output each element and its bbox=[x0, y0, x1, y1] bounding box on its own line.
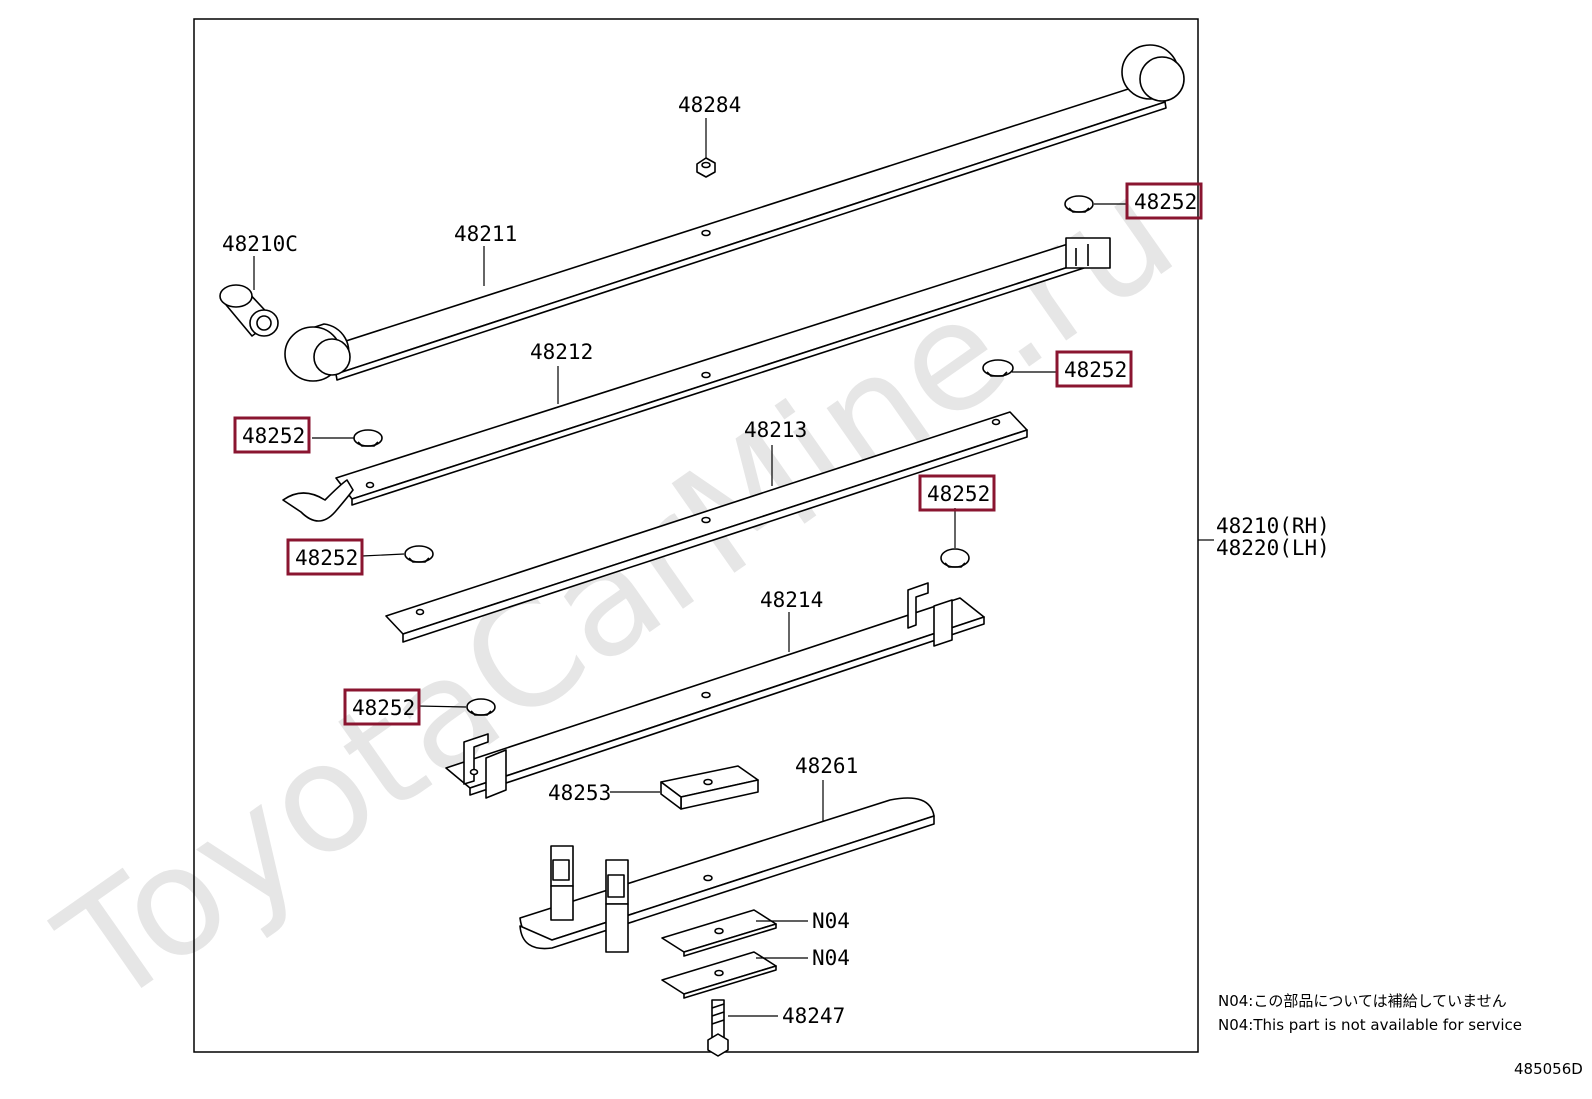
label-48252-a[interactable]: 48252 bbox=[1134, 190, 1197, 214]
label-48261[interactable]: 48261 bbox=[795, 754, 858, 778]
diagram-frame bbox=[193, 18, 1199, 1053]
note-jp: N04:この部品については補給していません bbox=[1218, 992, 1507, 1010]
silencer-48252-f bbox=[466, 698, 496, 716]
silencer-48252-e bbox=[940, 548, 970, 568]
note-en: N04:This part is not available for servi… bbox=[1218, 1016, 1522, 1034]
label-assy-rh[interactable]: 48210(RH) bbox=[1216, 514, 1330, 538]
plate-N04-b bbox=[661, 951, 777, 999]
highlight-48252-d[interactable] bbox=[286, 538, 364, 576]
label-N04-a[interactable]: N04 bbox=[812, 909, 850, 933]
highlight-boxes bbox=[233, 182, 1203, 726]
label-48210C[interactable]: 48210C bbox=[222, 232, 298, 256]
leaf-48213 bbox=[385, 411, 1028, 643]
label-48213[interactable]: 48213 bbox=[744, 418, 807, 442]
leaf-48214 bbox=[445, 582, 985, 799]
leaf-48212 bbox=[282, 237, 1111, 522]
highlight-48252-e[interactable] bbox=[918, 474, 996, 512]
label-48252-c[interactable]: 48252 bbox=[242, 424, 305, 448]
label-assy-lh[interactable]: 48220(LH) bbox=[1216, 536, 1330, 560]
silencer-48252-a bbox=[1064, 195, 1094, 213]
nut-48284 bbox=[696, 157, 716, 178]
main-leaf-48211 bbox=[284, 44, 1185, 382]
plate-N04-a bbox=[661, 909, 777, 957]
leaf-48261 bbox=[519, 797, 935, 953]
highlight-48252-c[interactable] bbox=[233, 416, 311, 454]
label-48252-e[interactable]: 48252 bbox=[927, 482, 990, 506]
silencer-48252-c bbox=[353, 429, 383, 447]
label-48252-f[interactable]: 48252 bbox=[352, 696, 415, 720]
label-48211[interactable]: 48211 bbox=[454, 222, 517, 246]
leader-lines bbox=[253, 118, 1214, 1017]
label-N04-b[interactable]: N04 bbox=[812, 946, 850, 970]
silencer-48252-d bbox=[404, 545, 434, 563]
label-48252-b[interactable]: 48252 bbox=[1064, 358, 1127, 382]
highlight-48252-b[interactable] bbox=[1055, 350, 1133, 388]
label-48252-d[interactable]: 48252 bbox=[295, 546, 358, 570]
highlight-48252-a[interactable] bbox=[1125, 182, 1203, 220]
label-48253[interactable]: 48253 bbox=[548, 781, 611, 805]
bushing-48210C bbox=[219, 284, 279, 337]
spacer-48253 bbox=[660, 765, 759, 810]
label-48212[interactable]: 48212 bbox=[530, 340, 593, 364]
label-48284[interactable]: 48284 bbox=[678, 93, 741, 117]
highlight-48252-f[interactable] bbox=[343, 688, 421, 726]
label-48214[interactable]: 48214 bbox=[760, 588, 823, 612]
silencer-48252-b bbox=[982, 359, 1014, 377]
label-48247[interactable]: 48247 bbox=[782, 1004, 845, 1028]
diagram-reference: 485056D bbox=[1514, 1060, 1583, 1078]
center-bolt-48247 bbox=[707, 999, 729, 1057]
